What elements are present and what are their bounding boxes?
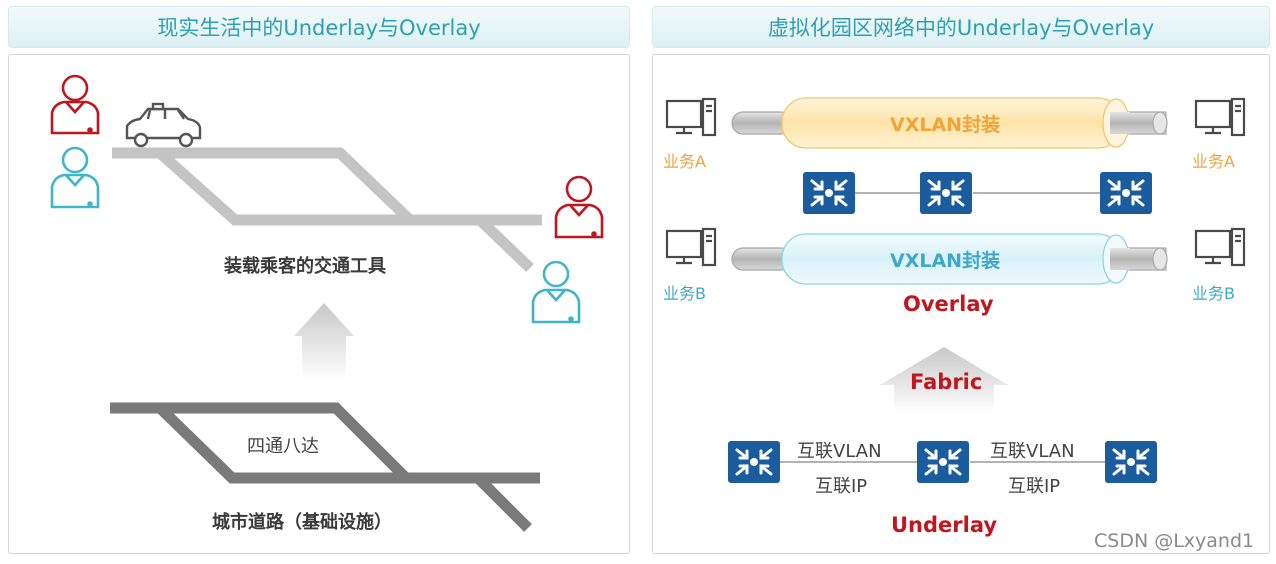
person-red-icon	[50, 74, 100, 135]
computer-icon	[665, 227, 717, 267]
service-b-right-label: 业务B	[1192, 284, 1235, 303]
left-panel-title: 现实生活中的Underlay与Overlay	[8, 6, 630, 48]
switch-icon	[915, 439, 971, 485]
right-panel-title: 虚拟化园区网络中的Underlay与Overlay	[652, 6, 1270, 48]
vxlan-tunnel-top	[731, 97, 1168, 149]
tunnel-bottom-label: VXLAN封装	[890, 250, 1001, 272]
vxlan-tunnel-bottom	[731, 233, 1168, 285]
overlay-label: Overlay	[903, 292, 994, 316]
watermark: CSDN @Lxyand1	[1094, 530, 1255, 552]
service-a-right-label: 业务A	[1192, 152, 1235, 171]
road-inner-label: 四通八达	[247, 436, 319, 457]
tunnel-top-label: VXLAN封装	[890, 114, 1001, 136]
underlay-caption: 城市道路（基础设施）	[212, 512, 392, 533]
switch-icon	[801, 170, 857, 216]
fabric-label: Fabric	[910, 370, 983, 394]
computer-icon	[1194, 97, 1246, 137]
fabric-arrow-icon	[880, 347, 1008, 414]
service-b-left-label: 业务B	[663, 284, 706, 303]
switch-icon	[1098, 170, 1154, 216]
overlay-caption: 装载乘客的交通工具	[224, 256, 386, 277]
switch-icon	[918, 170, 974, 216]
link2-vlan-label: 互联VLAN	[990, 441, 1075, 462]
overlay-road	[112, 147, 542, 272]
underlay-road	[110, 402, 540, 532]
switch-icon	[726, 439, 782, 485]
link1-ip-label: 互联IP	[815, 476, 868, 497]
service-a-left-label: 业务A	[663, 152, 706, 171]
left-panel	[8, 54, 630, 554]
switch-icon	[1103, 439, 1159, 485]
person-red-icon	[554, 175, 604, 239]
link1-vlan-label: 互联VLAN	[797, 441, 882, 462]
underlay-label: Underlay	[891, 513, 998, 537]
computer-icon	[1194, 227, 1246, 267]
taxi-icon	[125, 102, 202, 148]
person-teal-icon	[531, 260, 581, 324]
computer-icon	[665, 97, 717, 137]
link2-ip-label: 互联IP	[1008, 476, 1061, 497]
person-teal-icon	[50, 146, 100, 209]
up-arrow-icon	[294, 303, 354, 380]
